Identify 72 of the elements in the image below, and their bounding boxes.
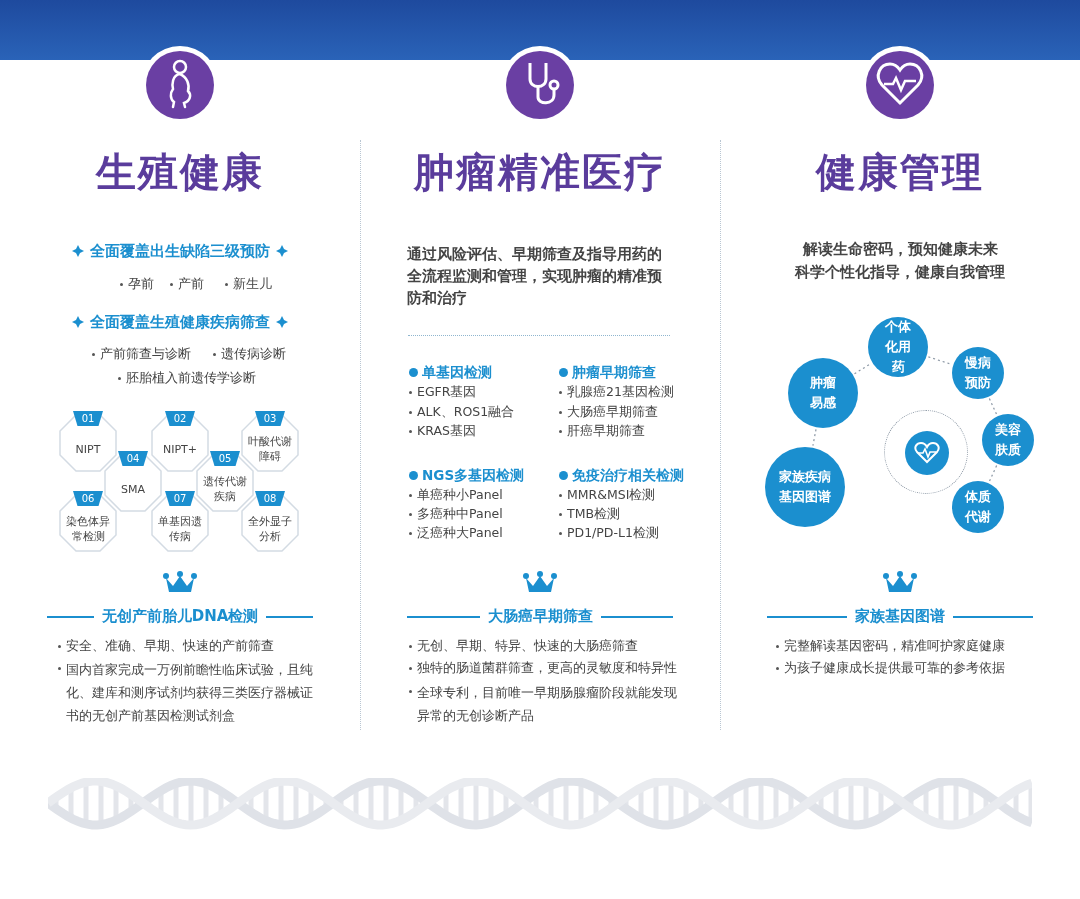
circle-node [952,347,1004,399]
product-heading: 大肠癌早期筛查 [487,606,593,626]
octagon-card [241,494,299,552]
list-item: ALK、ROS1融合 [417,403,515,421]
list-item: 大肠癌早期筛查 [567,403,658,421]
list-item: 产前筛查与诊断 [100,345,191,363]
card-text: 遗传代谢疾病 [202,474,248,505]
list-item: 全球专利，目前唯一早期肠腺瘤阶段就能发现异常的无创诊断产品 [417,684,678,725]
product-heading: 无创产前胎儿DNA检测 [101,606,259,626]
card-text: NIPT+ [161,441,198,458]
dotted-connector [988,398,998,415]
circle-node [952,481,1004,533]
list-item: 肝癌早期筛查 [567,422,645,440]
list-item: 安全、准确、早期、快速的产前筛查 [66,637,274,655]
list-item: 完整解读基因密码，精准呵护家庭健康 [784,637,1005,655]
section-heading: 全面覆盖出生缺陷三级预防 [90,241,270,261]
product-heading: 家族基因图谱 [855,606,945,626]
section-heading: 全面覆盖生殖健康疾病筛查 [90,312,270,332]
list-item: 多癌种中Panel [417,505,503,523]
card-text: 叶酸代谢障碍 [247,434,293,465]
list-item: 无创、早期、特异、快速的大肠癌筛查 [417,637,638,655]
octagon-card [59,414,117,472]
list-item: 独特的肠道菌群筛查，更高的灵敏度和特异性 [417,659,677,677]
circle-node [868,317,928,377]
column-title: 肿瘤精准医疗 [414,148,666,196]
card-text: 染色体异常检测 [65,514,111,545]
tagline: 科学个性化指导，健康自我管理 [795,263,1005,282]
octagon-card [59,494,117,552]
node-label: 肿瘤易感 [809,374,837,412]
list-item: 国内首家完成一万例前瞻性临床试验，且纯化、建库和测序试剂均获得三类医疗器械证书的无创产前基因检测试剂盒 [66,661,314,725]
dotted-connector [988,465,998,482]
node-label: 个体化用药 [884,318,912,376]
dotted-connector [927,356,952,365]
card-text: NIPT [74,441,102,458]
octagon-card [196,454,254,512]
list-item: 单癌种小Panel [417,486,503,504]
column-title: 健康管理 [816,148,984,196]
dotted-connector [853,363,872,375]
list-item: 孕前 [128,275,154,293]
card-text: 单基因遗传病 [157,514,203,545]
group-heading: 单基因检测 [422,363,492,382]
description-text: 通过风险评估、早期筛查及指导用药的全流程监测和管理，实现肿瘤的精准预防和治疗 [407,245,663,308]
octagon-card [104,454,162,512]
list-item: 为孩子健康成长提供最可靠的参考依据 [784,659,1005,677]
node-label: 慢病预防 [964,354,992,392]
node-label: 美容肤质 [994,421,1022,459]
node-label: 体质代谢 [964,488,992,526]
group-heading: NGS多基因检测 [422,466,525,485]
group-heading: 免疫治疗相关检测 [572,466,684,485]
list-item: PD1/PD-L1检测 [567,524,659,542]
tagline: 解读生命密码，预知健康未来 [802,240,998,259]
list-item: 遗传病诊断 [221,345,286,363]
card-text: SMA [120,481,146,498]
list-item: MMR&MSI检测 [567,486,656,504]
list-item: 胚胎植入前遗传学诊断 [126,369,256,387]
list-item: 新生儿 [233,275,272,293]
list-item: 泛癌种大Panel [417,524,503,542]
card-text: 全外显子分析 [247,514,293,545]
circle-node [905,431,949,475]
list-item: 乳腺癌21基因检测 [567,383,674,401]
octagon-card [151,494,209,552]
list-item: 产前 [178,275,204,293]
node-label: 家族疾病基因图谱 [778,468,832,506]
group-heading: 肿瘤早期筛查 [572,363,656,382]
circle-node [982,414,1034,466]
dotted-connector [812,428,817,447]
octagon-card [151,414,209,472]
list-item: KRAS基因 [417,422,476,440]
list-item: EGFR基因 [417,383,477,401]
column-title: 生殖健康 [96,148,264,196]
octagon-card [241,414,299,472]
list-item: TMB检测 [567,505,620,523]
